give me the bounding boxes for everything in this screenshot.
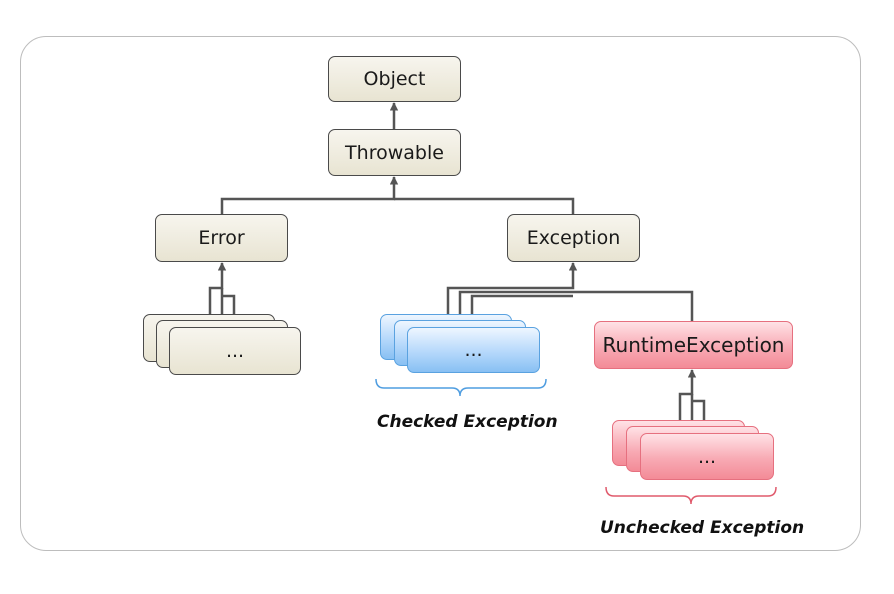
edge-exception-throwable — [394, 197, 575, 214]
node-throwable-label: Throwable — [345, 141, 444, 164]
node-exception-label: Exception — [526, 227, 621, 249]
unchecked-brace — [605, 486, 777, 505]
unchecked-subclass-card-front: ... — [640, 433, 774, 480]
edge-error-subclasses — [208, 262, 227, 322]
edge-error-throwable — [220, 176, 399, 214]
unchecked-exception-label: Unchecked Exception — [600, 518, 805, 538]
node-runtime-exception-label: RuntimeException — [602, 333, 785, 357]
error-subclass-card-front: ... — [169, 327, 301, 375]
checked-subclass-card-front: ... — [407, 327, 540, 373]
checked-subclasses-label: ... — [464, 339, 483, 361]
checked-brace — [375, 378, 547, 397]
node-exception: Exception — [507, 214, 640, 262]
edge-runtime-exception — [573, 290, 694, 321]
node-object: Object — [328, 56, 461, 102]
node-error-label: Error — [198, 227, 245, 249]
node-throwable: Throwable — [328, 129, 461, 176]
checked-exception-label: Checked Exception — [377, 412, 558, 432]
node-object-label: Object — [363, 68, 426, 90]
edge-checked-exception — [446, 262, 578, 318]
unchecked-subclasses-label: ... — [697, 445, 717, 468]
edge-unchecked-runtime — [678, 369, 697, 423]
node-runtime-exception: RuntimeException — [594, 321, 793, 369]
diagram-frame — [20, 36, 861, 551]
error-subclasses-label: ... — [225, 340, 245, 362]
node-error: Error — [155, 214, 288, 262]
